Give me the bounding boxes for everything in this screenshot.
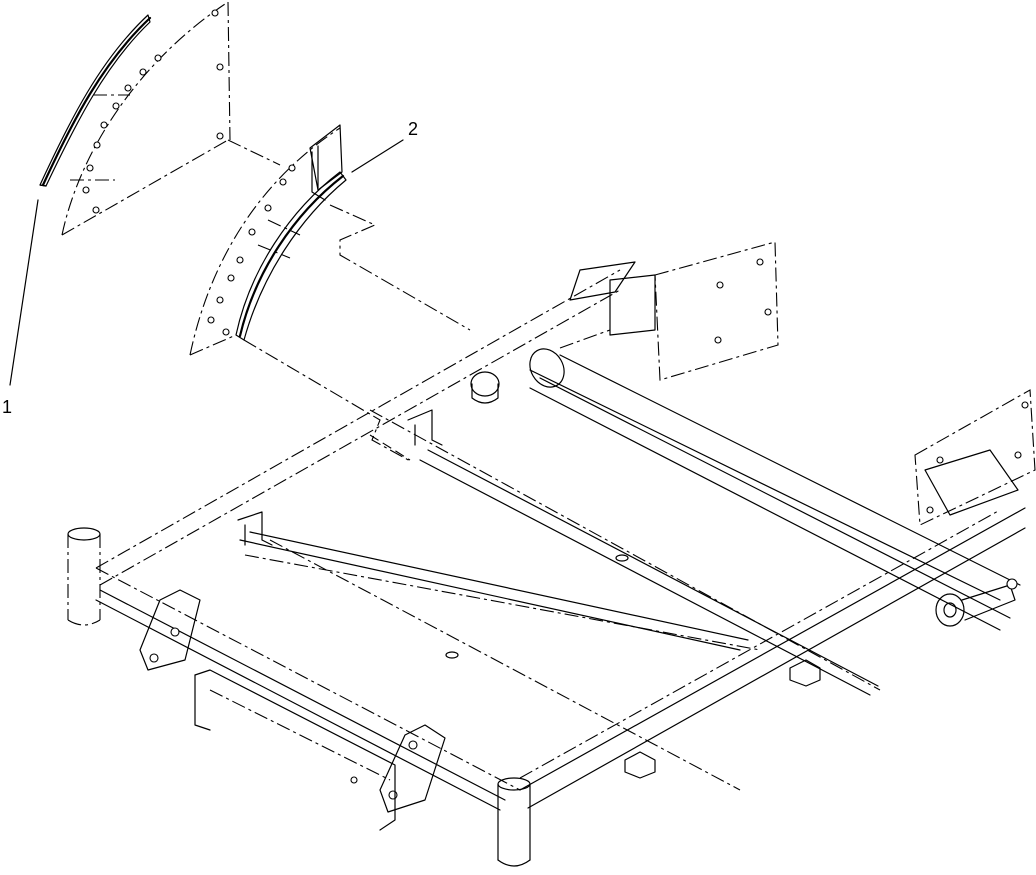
front-right-post <box>497 777 531 867</box>
right-mount-plate <box>914 389 1036 526</box>
front-left-post <box>67 527 101 626</box>
callout-1-leader <box>9 199 39 386</box>
right-pivot-knuckle <box>935 578 1018 627</box>
upper-mount-plate <box>559 241 779 381</box>
part-1-trim-strip <box>39 14 152 187</box>
lower-hanger-plate <box>194 669 396 831</box>
under-frame-tabs <box>624 659 821 779</box>
rail-hook-left <box>237 511 273 546</box>
part-2-back-plate <box>189 127 341 356</box>
callout-2-leader <box>351 139 404 173</box>
rail-hook-right <box>407 409 443 446</box>
alignment-lines <box>227 139 471 463</box>
callout-2-label: 2 <box>408 119 419 139</box>
rail-slots <box>445 554 629 659</box>
callout-1-label: 1 <box>2 397 13 417</box>
part-2-trim-strip <box>235 124 347 341</box>
front-bracket-left <box>139 589 201 671</box>
main-frame <box>95 269 1026 811</box>
part-1-back-plate <box>61 1 231 236</box>
pivot-tube <box>470 348 1021 601</box>
front-bracket-right <box>379 724 446 813</box>
